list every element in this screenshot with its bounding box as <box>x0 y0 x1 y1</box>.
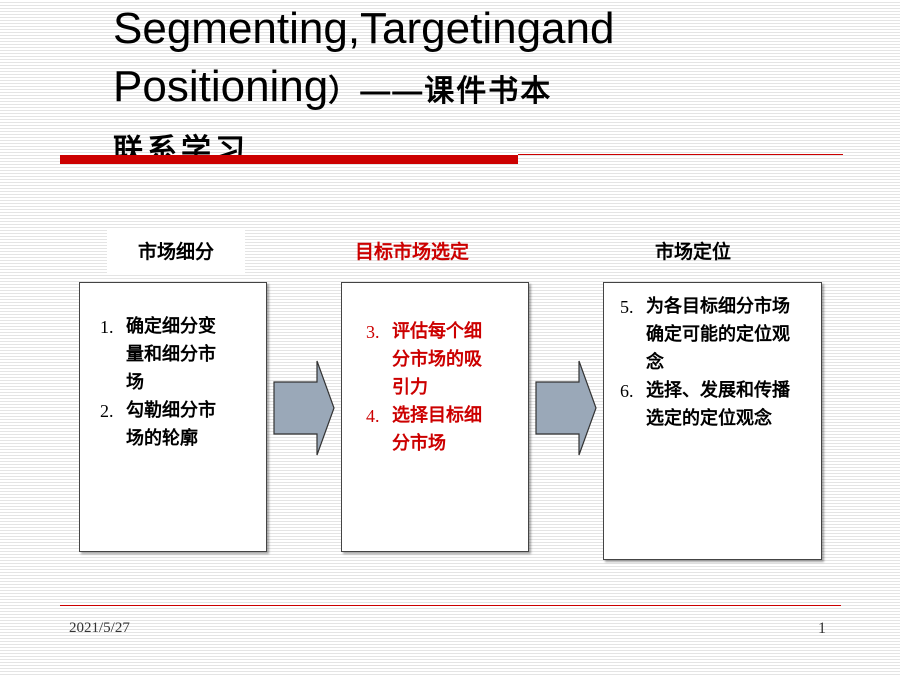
list-item: 5. 为各目标细分市场确定可能的定位观念 <box>620 293 790 377</box>
title-line-2-en: Positioning <box>113 62 329 111</box>
column-label-positioning: 市场定位 <box>654 241 731 263</box>
right-arrow-icon <box>273 360 335 456</box>
right-arrow-icon <box>535 360 597 456</box>
item-text: 选择、发展和传播选定的定位观念 <box>646 380 790 429</box>
page-number: 1 <box>818 620 826 637</box>
list-item: 6. 选择、发展和传播选定的定位观念 <box>620 377 790 433</box>
footer-date: 2021/5/27 <box>69 620 130 636</box>
positioning-list: 5. 为各目标细分市场确定可能的定位观念 6. 选择、发展和传播选定的定位观念 <box>620 293 790 433</box>
list-item: 3. 评估每个细分市场的吸引力 <box>366 318 494 402</box>
list-item: 2. 勾勒细分市场的轮廓 <box>100 397 228 453</box>
column-label-targeting: 目标市场选定 <box>354 241 469 263</box>
item-number: 1. <box>100 317 114 337</box>
title-line-3: 联系学习 <box>113 133 249 168</box>
segmenting-box: 1. 确定细分变量和细分市场 2. 勾勒细分市场的轮廓 <box>79 282 267 552</box>
title-line-1: Segmenting,Targetingand <box>113 4 615 53</box>
list-item: 1. 确定细分变量和细分市场 <box>100 313 228 397</box>
item-number: 6. <box>620 381 634 401</box>
segmenting-list: 1. 确定细分变量和细分市场 2. 勾勒细分市场的轮廓 <box>100 313 228 453</box>
title-underline-thick <box>60 155 518 164</box>
title-underline-thin <box>518 154 843 155</box>
targeting-list: 3. 评估每个细分市场的吸引力 4. 选择目标细分市场 <box>366 318 494 458</box>
slide-title: Segmenting,Targetingand Positioning）——课件… <box>113 0 813 171</box>
item-number: 4. <box>366 406 380 426</box>
column-label-segmenting: 市场细分 <box>107 230 245 274</box>
item-text: 选择目标细分市场 <box>392 405 482 454</box>
title-line-2-cn: ）——课件书本 <box>328 75 553 108</box>
footer-divider <box>60 605 841 606</box>
item-text: 评估每个细分市场的吸引力 <box>392 321 482 398</box>
list-item: 4. 选择目标细分市场 <box>366 402 494 458</box>
item-number: 5. <box>620 297 634 317</box>
item-text: 为各目标细分市场确定可能的定位观念 <box>646 296 790 373</box>
targeting-box: 3. 评估每个细分市场的吸引力 4. 选择目标细分市场 <box>341 282 529 552</box>
item-number: 2. <box>100 401 114 421</box>
item-text: 勾勒细分市场的轮廓 <box>126 400 216 449</box>
title-line-2: Positioning）——课件书本 <box>113 58 813 121</box>
positioning-box: 5. 为各目标细分市场确定可能的定位观念 6. 选择、发展和传播选定的定位观念 <box>603 282 822 560</box>
item-number: 3. <box>366 322 380 342</box>
item-text: 确定细分变量和细分市场 <box>126 316 216 393</box>
